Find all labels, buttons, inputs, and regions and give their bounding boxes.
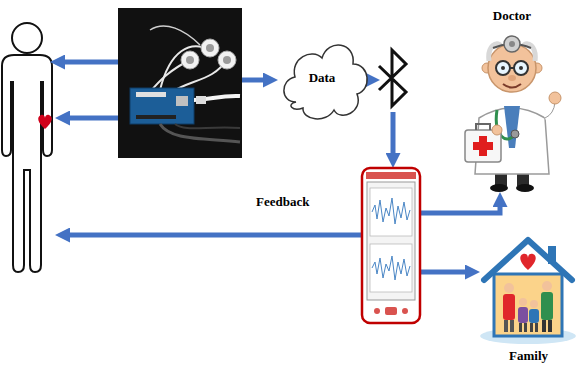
heart-icon: [38, 115, 52, 129]
doctor-illustration-part: [504, 106, 520, 148]
doctor-illustration-part: [504, 36, 520, 52]
sensor-photo-part: [130, 88, 194, 124]
phone-icon-part: [374, 308, 380, 314]
family-house-icon-part: [541, 292, 553, 320]
family-node-outline: [478, 228, 579, 364]
doctor-illustration-part: [473, 142, 493, 150]
doctor-illustration: [465, 36, 561, 192]
doctor-illustration-part: [549, 92, 561, 104]
family-house-icon: [480, 240, 576, 344]
phone-icon-part: [385, 307, 397, 315]
node-label: Family: [509, 348, 548, 364]
flow-arrows-part: [242, 78, 263, 83]
flow-arrows-part: [420, 207, 500, 213]
doctor-illustration-part: [476, 124, 490, 130]
cloud-node: Data: [278, 30, 366, 125]
doctor-illustration-part: [519, 66, 523, 70]
flow-arrows-part: [70, 233, 362, 238]
flow-arrows-part: [420, 270, 465, 275]
sensor-photo-part: [186, 56, 194, 64]
phone-icon-part: [366, 172, 416, 179]
phone-icon-part: [370, 188, 412, 236]
bluetooth-symbol: [379, 50, 406, 106]
sensor-photo-part: [175, 124, 240, 128]
phone-icon-part: [402, 308, 408, 314]
sensor-photo-part: [218, 51, 236, 69]
phone-icon-part: [372, 198, 410, 224]
doctor-node: Doctor: [457, 6, 567, 192]
node-label: Data: [309, 70, 336, 86]
doctor-illustration-part: [511, 130, 519, 138]
sensor-photo-part: [223, 56, 231, 64]
doctor-illustration-part: [545, 102, 555, 118]
phone-icon: [362, 168, 420, 323]
family-house-icon-part: [484, 240, 572, 280]
doctor-illustration-part: [514, 61, 528, 75]
family-house-icon-part: [504, 320, 508, 332]
doctor-illustration-part: [503, 84, 521, 88]
doctor-illustration-part: [508, 75, 516, 81]
doctor-illustration-part: [516, 184, 534, 192]
family-house-icon-part: [530, 323, 533, 332]
family-house-icon-part: [542, 320, 546, 332]
sensor-photo-part: [150, 26, 200, 45]
family-house-icon-part: [530, 300, 538, 308]
sensor-photo-part: [201, 39, 219, 57]
phone-icon-part: [362, 168, 420, 323]
human-figure-part: [2, 55, 52, 272]
sensor-photo-part: [206, 44, 214, 52]
doctor-illustration-part: [496, 61, 510, 75]
family-house-icon-part: [535, 323, 538, 332]
sensor-photo-part: [160, 124, 240, 142]
family-house-icon-part: [510, 320, 514, 332]
cloud-shape: [284, 45, 367, 119]
doctor-node-outline: [457, 6, 567, 192]
family-house-icon-part: [542, 281, 552, 291]
family-node: Family: [478, 228, 579, 364]
sensor-photo-part: [136, 92, 166, 97]
family-house-icon-part: [518, 307, 528, 323]
doctor-illustration-part: [490, 184, 508, 192]
family-house-icon-part: [548, 320, 552, 332]
human-figure: [2, 23, 52, 272]
human-figure-part: [12, 23, 42, 53]
sensor-photo-part: [176, 96, 188, 106]
flow-arrows-part: [65, 60, 118, 65]
family-house-icon-part: [503, 294, 515, 320]
family-house-icon-part: [529, 309, 539, 323]
node-label: Doctor: [493, 8, 531, 24]
phone-icon-part: [367, 182, 415, 300]
doctor-illustration-part: [501, 66, 505, 70]
bluetooth-symbol-part: [379, 50, 406, 106]
doctor-illustration-part: [545, 102, 555, 118]
phone-icon-part: [370, 244, 412, 292]
family-house-icon-part: [519, 323, 522, 332]
family-house-icon-part: [494, 274, 562, 336]
sensor-photo: [118, 8, 242, 158]
family-house-icon-part: [520, 254, 535, 270]
family-house-icon-part: [524, 323, 527, 332]
flow-label: Feedback: [256, 194, 309, 210]
family-house-icon-part: [519, 298, 527, 306]
doctor-illustration-part: [510, 67, 514, 69]
flow-arrows-part: [391, 112, 396, 153]
doctor-illustration-part: [492, 125, 502, 135]
sensor-photo-part: [172, 60, 226, 92]
sensor-photo-part: [118, 8, 242, 158]
doctor-illustration-part: [509, 41, 515, 47]
flow-arrows: [65, 62, 500, 272]
phone-icon-part: [372, 256, 410, 280]
family-house-icon-part: [504, 283, 514, 293]
sensor-photo-part: [136, 115, 176, 119]
sensor-photo-part: [181, 51, 199, 69]
sensor-photo-part: [196, 96, 206, 104]
flow-arrows-part: [70, 116, 118, 121]
